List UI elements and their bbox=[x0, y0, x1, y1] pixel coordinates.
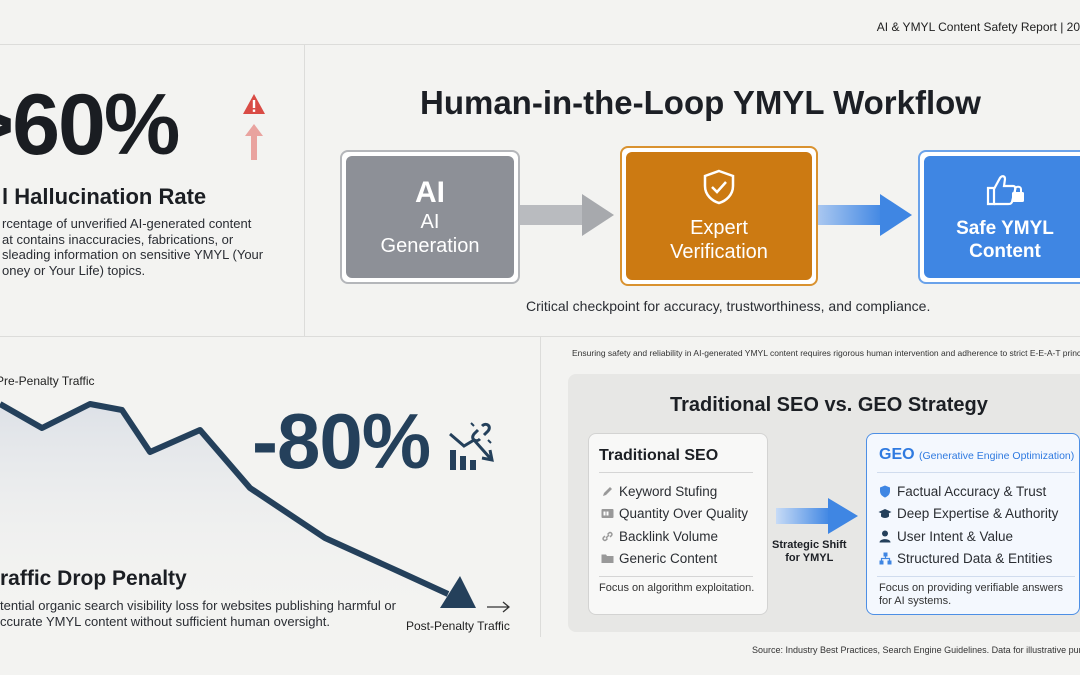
list-item: Keyword Stufing bbox=[599, 480, 748, 503]
source-note: Source: Industry Best Practices, Search … bbox=[752, 645, 1080, 655]
traffic-drop-line bbox=[0, 401, 511, 620]
geo-footer: Focus on providing verifiable answers fo… bbox=[879, 582, 1064, 607]
geo-card: GEO (Generative Engine Optimization) Fac… bbox=[866, 433, 1080, 615]
workflow-caption: Critical checkpoint for accuracy, trustw… bbox=[526, 298, 931, 314]
hallucination-title: l Hallucination Rate bbox=[2, 184, 207, 209]
traffic-drop-description: tential organic search visibility loss f… bbox=[0, 598, 396, 629]
expert-verification-step: Expert Verification bbox=[626, 152, 812, 280]
eeat-intro: Ensuring safety and reliability in AI-ge… bbox=[572, 348, 1080, 358]
geo-footer-separator bbox=[877, 576, 1075, 577]
geo-title: GEO (Generative Engine Optimization) bbox=[879, 446, 1075, 463]
shield-check-icon bbox=[702, 169, 736, 210]
strategic-shift-arrow bbox=[776, 496, 860, 541]
geo-separator bbox=[877, 472, 1075, 473]
pre-penalty-label: Pre-Penalty Traffic bbox=[0, 374, 95, 388]
counter-icon bbox=[599, 507, 615, 521]
header-divider bbox=[0, 44, 1080, 45]
list-item: Quantity Over Quality bbox=[599, 503, 748, 526]
traditional-seo-title: Traditional SEO bbox=[599, 447, 719, 464]
safe-content-step: Safe YMYL Content bbox=[924, 156, 1080, 278]
traffic-drop-title: raffic Drop Penalty bbox=[0, 567, 187, 590]
traditional-seo-separator bbox=[599, 472, 753, 473]
link-icon bbox=[599, 529, 615, 543]
list-item: Backlink Volume bbox=[599, 525, 748, 548]
network-icon bbox=[877, 552, 893, 566]
hallucination-stat: >60% bbox=[0, 77, 180, 173]
pencil-icon bbox=[599, 484, 615, 498]
list-item: Deep Expertise & Authority bbox=[877, 503, 1058, 526]
post-penalty-label: Post-Penalty Traffic bbox=[406, 619, 510, 633]
workflow-title: Human-in-the-Loop YMYL Workflow bbox=[420, 84, 981, 121]
folder-icon bbox=[599, 552, 615, 566]
chart-broken-link-icon bbox=[448, 420, 502, 479]
list-item: Factual Accuracy & Trust bbox=[877, 480, 1058, 503]
hallucination-description: rcentage of unverified AI-generated cont… bbox=[2, 216, 264, 278]
strategic-shift-label: Strategic Shift for YMYL bbox=[772, 539, 847, 564]
traditional-seo-card: Traditional SEO Keyword Stufing Quantity… bbox=[588, 433, 768, 615]
list-item: User Intent & Value bbox=[877, 525, 1058, 548]
traditional-seo-list: Keyword Stufing Quantity Over Quality Ba… bbox=[599, 480, 748, 570]
top-vertical-divider bbox=[304, 44, 305, 336]
geo-list: Factual Accuracy & Trust Deep Expertise … bbox=[877, 480, 1058, 570]
middle-divider bbox=[0, 336, 1080, 337]
ai-generation-step: AI AI Generation bbox=[346, 156, 514, 278]
comparison-title: Traditional SEO vs. GEO Strategy bbox=[670, 394, 988, 416]
warning-rising-icon bbox=[240, 92, 268, 162]
list-item: Structured Data & Entities bbox=[877, 548, 1058, 571]
ai-text-icon: AI bbox=[415, 176, 445, 209]
traditional-seo-footer: Focus on algorithm exploitation. bbox=[599, 582, 755, 594]
user-icon bbox=[877, 529, 893, 543]
thumbs-up-lock-icon bbox=[984, 172, 1026, 213]
bottom-vertical-divider bbox=[540, 337, 541, 637]
traditional-footer-separator bbox=[599, 576, 753, 577]
arrow-to-verification bbox=[520, 192, 616, 243]
arrow-to-safe-content bbox=[818, 192, 914, 243]
geo-subtitle: (Generative Engine Optimization) bbox=[919, 450, 1075, 462]
report-title: AI & YMYL Content Safety Report | 20 bbox=[876, 20, 1080, 34]
list-item: Generic Content bbox=[599, 548, 748, 571]
shield-icon bbox=[877, 484, 893, 498]
graduation-cap-icon bbox=[877, 507, 893, 521]
traffic-drop-stat: -80% bbox=[252, 397, 431, 485]
